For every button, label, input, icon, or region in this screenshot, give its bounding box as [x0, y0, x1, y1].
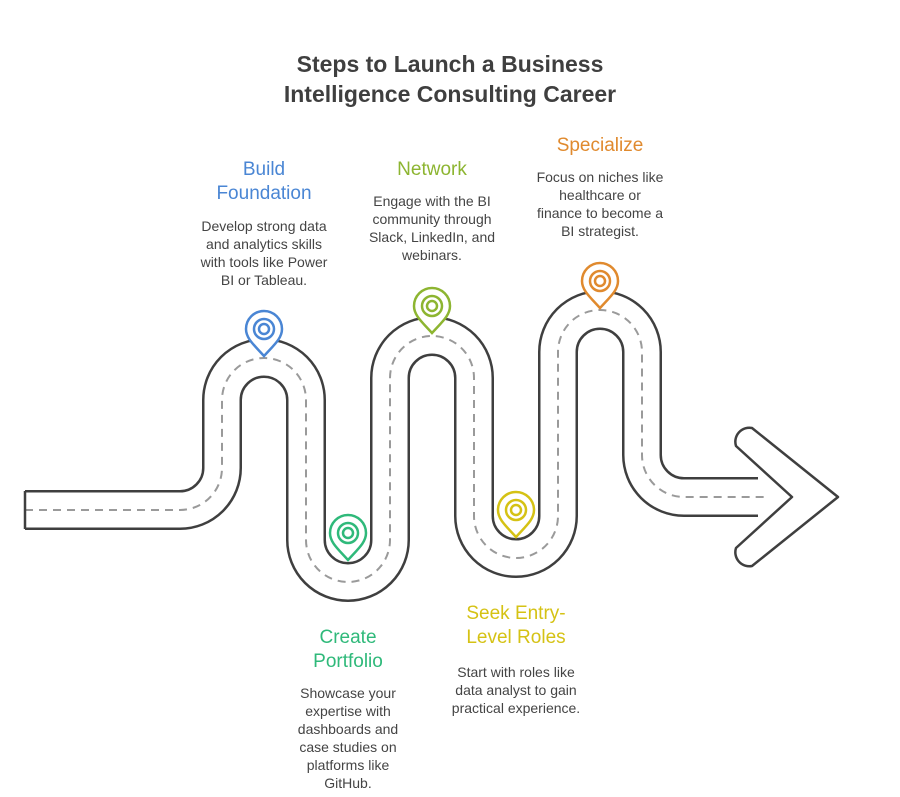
step-description: platforms like: [307, 757, 390, 773]
step-title: Level Roles: [466, 627, 565, 648]
step-title: Seek Entry-: [466, 603, 565, 624]
step-description: Develop strong data: [201, 218, 327, 234]
step-description: BI strategist.: [561, 223, 639, 239]
step-description: Engage with the BI: [373, 193, 491, 209]
step-title: Specialize: [557, 135, 644, 156]
step-description: and analytics skills: [206, 236, 322, 252]
step-description: Showcase your: [300, 685, 396, 701]
map-pin-icon-network: [412, 286, 452, 335]
step-network: Network Engage with the BI community thr…: [369, 159, 495, 263]
step-title: Network: [397, 159, 467, 180]
step-description: with tools like Power: [200, 254, 328, 270]
step-description: practical experience.: [452, 700, 580, 716]
map-pin-icon-build-foundation: [244, 309, 284, 358]
diagram-title-line-2: Intelligence Consulting Career: [284, 81, 616, 107]
winding-road: [23, 290, 840, 602]
road-surface: [25, 292, 758, 600]
step-description: healthcare or: [559, 187, 641, 203]
step-title: Build: [243, 159, 285, 180]
step-create-portfolio: Create Portfolio Showcase your expertise…: [298, 627, 398, 791]
step-build-foundation: Build Foundation Develop strong data and…: [200, 159, 328, 288]
step-specialize: Specialize Focus on niches like healthca…: [537, 135, 664, 239]
step-description: Start with roles like: [457, 664, 575, 680]
arrow-head-icon: [734, 426, 840, 568]
step-title: Foundation: [216, 183, 311, 204]
step-description: webinars.: [401, 247, 462, 263]
diagram-title-line-1: Steps to Launch a Business: [297, 51, 604, 77]
step-description: Focus on niches like: [537, 169, 664, 185]
step-description: finance to become a: [537, 205, 663, 221]
step-description: dashboards and: [298, 721, 398, 737]
step-title: Create: [319, 627, 376, 648]
step-seek-entry-level-roles: Seek Entry- Level Roles Start with roles…: [452, 603, 580, 716]
map-pin-icon-seek-entry-level-roles: [496, 490, 536, 539]
step-description: case studies on: [299, 739, 396, 755]
step-description: GitHub.: [324, 775, 371, 791]
step-description: community through: [372, 211, 491, 227]
step-description: Slack, LinkedIn, and: [369, 229, 495, 245]
step-description: data analyst to gain: [455, 682, 576, 698]
step-description: expertise with: [305, 703, 391, 719]
map-pin-icon-create-portfolio: [328, 513, 368, 562]
step-title: Portfolio: [313, 651, 383, 672]
step-description: BI or Tableau.: [221, 272, 307, 288]
map-pin-icon-specialize: [580, 261, 620, 310]
